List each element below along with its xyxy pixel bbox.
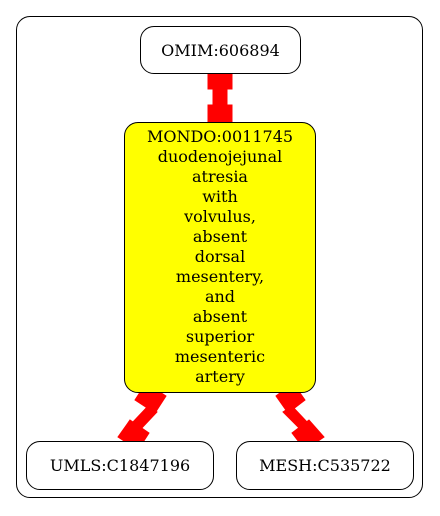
node-mondo-name-line: with [202,187,238,206]
node-mondo-name-line: superior [185,327,255,346]
node-mondo-name-line: duodenojejunal [157,147,283,166]
node-mondo[interactable]: MONDO:0011745 duodenojejunal atresia wit… [124,122,316,393]
node-umls[interactable]: UMLS:C1847196 [26,441,214,490]
node-mesh-label: MESH:C535722 [259,456,391,475]
edge-omim-mondo [207,68,233,128]
edge-omim-mondo-shaft [212,88,228,106]
node-mondo-name-line: volvulus, [184,207,256,226]
node-mondo-name-line: absent [192,307,248,326]
node-omim-label: OMIM:606894 [161,40,280,60]
node-mondo-name-line: atresia [192,167,248,186]
node-omim[interactable]: OMIM:606894 [140,26,301,74]
node-mondo-name-line: absent [192,227,248,246]
node-mondo-name-line: mesentery, [175,267,265,286]
edge-mondo-mesh [275,382,325,451]
node-umls-label: UMLS:C1847196 [49,456,191,475]
node-mondo-name-line: mesenteric [174,347,266,366]
node-mondo-name-line: and [204,287,236,306]
node-mondo-name-line: artery [195,367,245,386]
edge-mondo-umls [117,382,167,451]
node-mondo-id: MONDO:0011745 [146,127,294,146]
node-mondo-name-line: dorsal [194,247,246,266]
node-mesh[interactable]: MESH:C535722 [236,441,414,490]
